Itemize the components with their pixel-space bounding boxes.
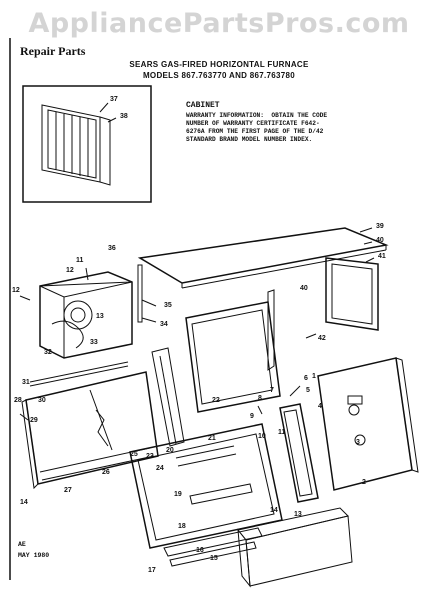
svg-text:21: 21 bbox=[208, 435, 216, 442]
svg-text:8: 8 bbox=[258, 395, 262, 402]
svg-text:38: 38 bbox=[120, 113, 128, 120]
svg-text:36: 36 bbox=[108, 245, 116, 252]
svg-text:6: 6 bbox=[304, 375, 308, 382]
svg-text:27: 27 bbox=[64, 487, 72, 494]
svg-text:20: 20 bbox=[166, 447, 174, 454]
svg-text:39: 39 bbox=[376, 223, 384, 230]
svg-text:41: 41 bbox=[378, 253, 386, 260]
warranty-info: WARRANTY INFORMATION: OBTAIN THE CODE NU… bbox=[186, 112, 328, 143]
svg-text:26: 26 bbox=[102, 469, 110, 476]
svg-text:19: 19 bbox=[174, 491, 182, 498]
svg-text:1: 1 bbox=[312, 373, 316, 380]
svg-text:13: 13 bbox=[96, 313, 104, 320]
svg-text:15: 15 bbox=[210, 555, 218, 562]
svg-text:11: 11 bbox=[278, 429, 286, 436]
svg-text:12: 12 bbox=[12, 287, 20, 294]
svg-text:30: 30 bbox=[38, 397, 46, 404]
svg-text:17: 17 bbox=[148, 567, 156, 574]
svg-text:42: 42 bbox=[318, 335, 326, 342]
svg-text:7: 7 bbox=[270, 387, 274, 394]
svg-text:37: 37 bbox=[110, 96, 118, 103]
svg-text:29: 29 bbox=[30, 417, 38, 424]
svg-text:25: 25 bbox=[130, 451, 138, 458]
svg-text:40: 40 bbox=[300, 285, 308, 292]
diagram-heading-line1: SEARS GAS-FIRED HORIZONTAL FURNACE bbox=[129, 60, 309, 69]
svg-text:22: 22 bbox=[212, 397, 220, 404]
svg-text:32: 32 bbox=[44, 349, 52, 356]
svg-text:31: 31 bbox=[22, 379, 30, 386]
svg-text:5: 5 bbox=[306, 387, 310, 394]
svg-text:14: 14 bbox=[20, 499, 28, 506]
svg-text:28: 28 bbox=[14, 397, 22, 404]
svg-text:13: 13 bbox=[294, 511, 302, 518]
svg-text:35: 35 bbox=[164, 302, 172, 309]
svg-text:11: 11 bbox=[76, 257, 84, 264]
svg-text:14: 14 bbox=[270, 507, 278, 514]
diagram-heading-line2: MODELS 867.763770 AND 867.763780 bbox=[142, 71, 296, 80]
svg-text:2: 2 bbox=[362, 479, 366, 486]
footer-date: MAY 1980 bbox=[18, 552, 50, 559]
svg-text:16: 16 bbox=[196, 547, 204, 554]
svg-text:33: 33 bbox=[90, 339, 98, 346]
svg-text:3: 3 bbox=[356, 439, 360, 446]
svg-text:24: 24 bbox=[156, 465, 164, 472]
svg-text:12: 12 bbox=[66, 267, 74, 274]
svg-text:40: 40 bbox=[376, 237, 384, 244]
section-title: CABINET bbox=[186, 101, 220, 110]
footer-code: AE bbox=[18, 541, 26, 548]
watermark-text: AppliancePartsPros.com bbox=[28, 8, 410, 39]
svg-text:10: 10 bbox=[258, 433, 266, 440]
svg-text:23: 23 bbox=[146, 453, 154, 460]
svg-text:9: 9 bbox=[250, 413, 254, 420]
svg-text:34: 34 bbox=[160, 321, 168, 328]
page-title: Repair Parts bbox=[20, 44, 86, 58]
svg-text:18: 18 bbox=[178, 523, 186, 530]
svg-text:4: 4 bbox=[318, 403, 322, 410]
